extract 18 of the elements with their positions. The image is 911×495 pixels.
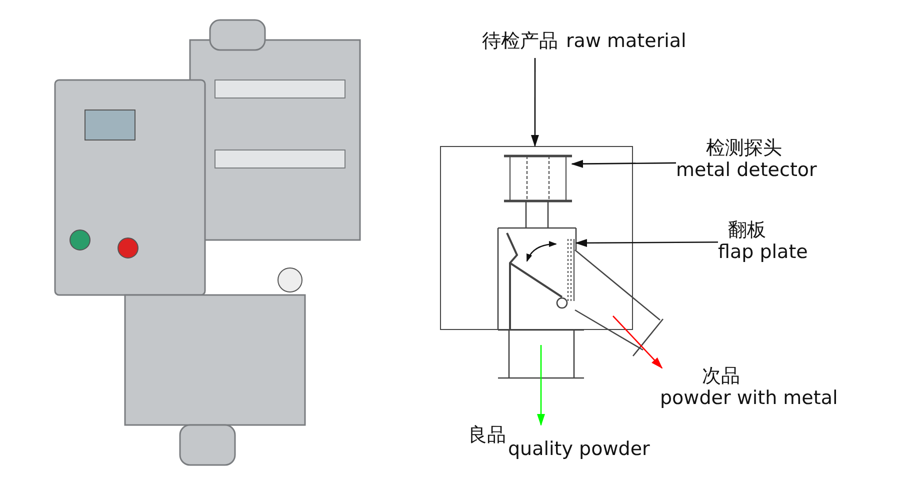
callout-label: 检测探头 [705, 138, 783, 160]
callout-label: 待检产品 [482, 30, 558, 52]
callout-label: 翻板 [727, 220, 767, 242]
flap-plate-drawing [566, 239, 576, 301]
leader-line [571, 160, 676, 168]
callout-label: 次品 [701, 366, 741, 388]
housing-frame [440, 146, 633, 330]
callout-label: raw material [566, 30, 686, 52]
callout-label: flap plate [718, 242, 809, 264]
leader-line [575, 238, 718, 247]
callout-label: powder with metal [660, 388, 839, 410]
callout-label: metal detector [676, 160, 818, 182]
arrow [537, 345, 545, 426]
callout-label: quality powder [507, 438, 651, 461]
callout-label: 良品 [468, 425, 507, 447]
metal-detector-drawing [504, 155, 572, 202]
arrow [530, 58, 539, 147]
arrow [612, 316, 663, 369]
